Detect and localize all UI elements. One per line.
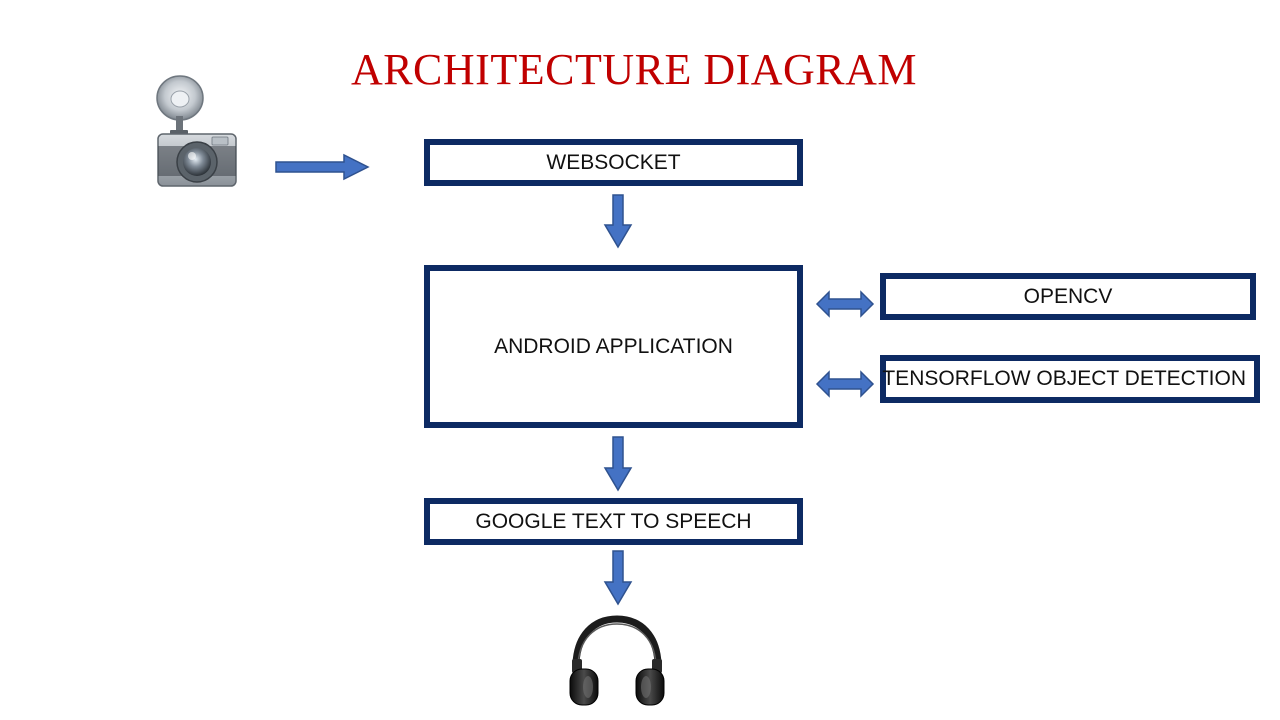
arrow-camera-to-websocket <box>275 153 370 181</box>
websocket-label: WEBSOCKET <box>546 150 681 174</box>
android-application-label: ANDROID APPLICATION <box>494 334 733 358</box>
tensorflow-object-detection-label: TENSORFLOW OBJECT DETECTION <box>882 367 1246 390</box>
opencv-box: OPENCV <box>880 273 1256 320</box>
google-text-to-speech-label: GOOGLE TEXT TO SPEECH <box>475 509 752 533</box>
arrow-websocket-to-android <box>603 194 633 249</box>
camera-with-flash-icon <box>156 75 237 187</box>
arrow-tts-to-headphones <box>603 550 633 606</box>
tensorflow-object-detection-box: TENSORFLOW OBJECT DETECTION <box>880 355 1260 403</box>
google-text-to-speech-box: GOOGLE TEXT TO SPEECH <box>424 498 803 545</box>
arrow-android-opencv-bidirectional <box>815 290 875 318</box>
diagram-title: ARCHITECTURE DIAGRAM <box>350 45 918 94</box>
arrow-android-to-tts <box>603 436 633 492</box>
android-application-box: ANDROID APPLICATION <box>424 265 803 428</box>
headphones-icon <box>569 615 665 706</box>
arrow-android-tensorflow-bidirectional <box>815 370 875 398</box>
websocket-box: WEBSOCKET <box>424 139 803 186</box>
opencv-label: OPENCV <box>1023 284 1113 308</box>
